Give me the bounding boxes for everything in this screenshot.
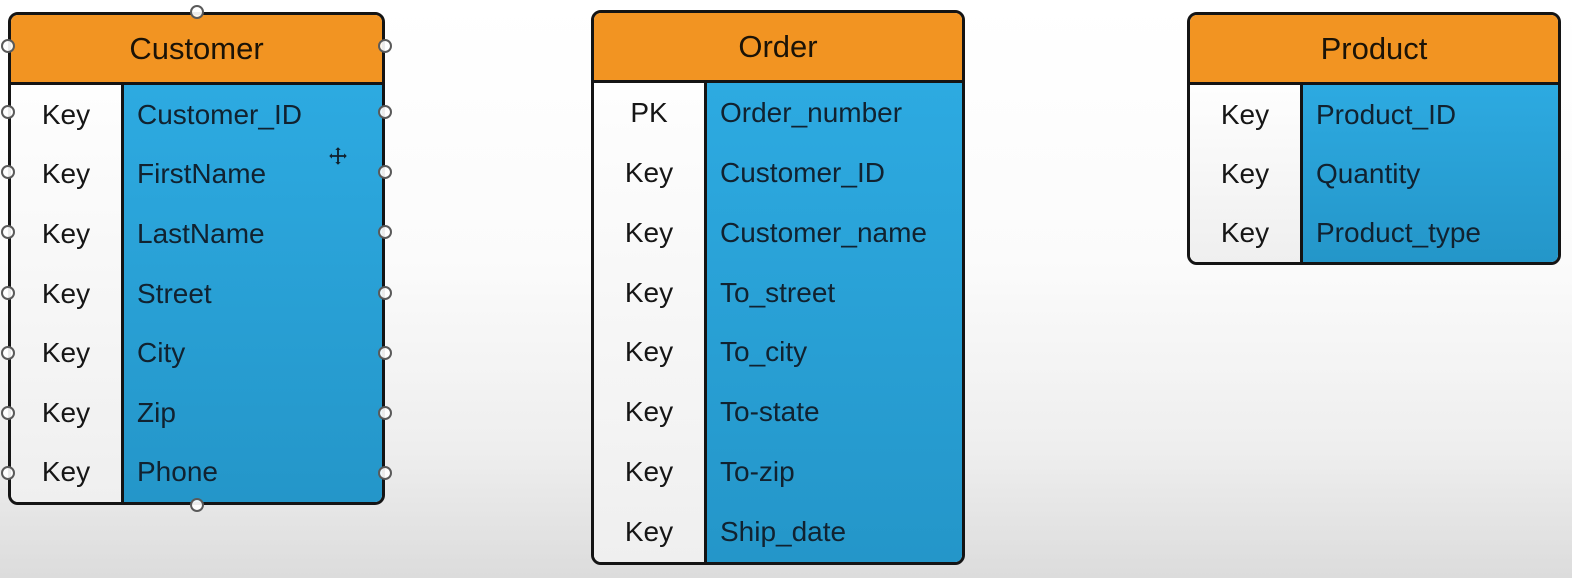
connection-handle[interactable]: [1, 165, 15, 179]
table-row-attribute[interactable]: To_city: [720, 336, 808, 368]
table-row-attribute[interactable]: FirstName: [137, 158, 267, 190]
connection-handle[interactable]: [1, 466, 15, 480]
table-title: Order: [738, 28, 818, 64]
table-row-attribute[interactable]: To_street: [720, 276, 836, 308]
table-row-attribute[interactable]: Street: [137, 277, 212, 309]
table-row-key[interactable]: Key: [624, 396, 674, 428]
table-row-key[interactable]: Key: [41, 217, 91, 249]
entity-table-product[interactable]: Product Key Key Key Product_ID Quantity …: [1187, 12, 1561, 265]
table-row-attribute[interactable]: LastName: [137, 217, 265, 249]
table-row-key[interactable]: Key: [624, 336, 674, 368]
table-row-attribute[interactable]: Product_type: [1316, 216, 1481, 248]
table-row-key[interactable]: Key: [41, 98, 91, 130]
table-title: Product: [1320, 30, 1428, 66]
table-header[interactable]: Order: [594, 13, 962, 83]
connection-handle[interactable]: [378, 346, 392, 360]
table-row-attribute[interactable]: Order_number: [720, 96, 903, 128]
table-header[interactable]: Customer: [11, 15, 382, 85]
table-row-key[interactable]: Key: [41, 158, 91, 190]
table-row-attribute[interactable]: Customer_ID: [137, 98, 302, 130]
key-column: PK Key Key Key Key Key Key Key: [594, 83, 707, 562]
table-row-key[interactable]: Key: [624, 516, 674, 548]
connection-handle[interactable]: [1, 286, 15, 300]
entity-table-order[interactable]: Order PK Key Key Key Key Key Key Key Ord…: [591, 10, 965, 565]
table-row-attribute[interactable]: Ship_date: [720, 516, 847, 548]
connection-handle[interactable]: [190, 498, 204, 512]
table-row-attribute[interactable]: To-state: [720, 396, 820, 428]
table-row-attribute[interactable]: City: [137, 337, 186, 369]
table-row-attribute[interactable]: Customer_name: [720, 216, 927, 248]
entity-table-customer[interactable]: Customer Key Key Key Key Key Key Key Cus…: [8, 12, 385, 505]
connection-handle[interactable]: [1, 39, 15, 53]
table-row-key[interactable]: Key: [624, 456, 674, 488]
table-row-attribute[interactable]: Phone: [137, 456, 218, 488]
key-column: Key Key Key: [1190, 85, 1303, 262]
move-cursor-icon: [329, 147, 347, 165]
connection-handle[interactable]: [378, 39, 392, 53]
connection-handle[interactable]: [378, 406, 392, 420]
connection-handle[interactable]: [378, 105, 392, 119]
table-row-attribute[interactable]: Zip: [137, 396, 176, 428]
table-row-attribute[interactable]: Customer_ID: [720, 156, 885, 188]
table-row-key[interactable]: Key: [41, 396, 91, 428]
table-body: PK Key Key Key Key Key Key Key Order_num…: [594, 83, 962, 562]
table-row-attribute[interactable]: Product_ID: [1316, 98, 1457, 130]
connection-handle[interactable]: [190, 5, 204, 19]
table-row-key[interactable]: Key: [41, 456, 91, 488]
attribute-column: Order_number Customer_ID Customer_name T…: [707, 83, 962, 562]
table-row-key[interactable]: Key: [624, 156, 674, 188]
connection-handle[interactable]: [378, 225, 392, 239]
connection-handle[interactable]: [1, 225, 15, 239]
table-row-key[interactable]: Key: [41, 337, 91, 369]
table-row-attribute[interactable]: To-zip: [720, 456, 795, 488]
table-row-key[interactable]: Key: [41, 277, 91, 309]
table-row-key[interactable]: Key: [1220, 157, 1270, 189]
table-row-attribute[interactable]: Quantity: [1316, 157, 1421, 189]
table-row-key[interactable]: Key: [624, 216, 674, 248]
connection-handle[interactable]: [1, 346, 15, 360]
table-row-key[interactable]: PK: [630, 96, 668, 128]
table-row-key[interactable]: Key: [624, 276, 674, 308]
connection-handle[interactable]: [1, 105, 15, 119]
table-title: Customer: [129, 30, 264, 66]
connection-handle[interactable]: [378, 286, 392, 300]
table-header[interactable]: Product: [1190, 15, 1558, 85]
key-column: Key Key Key Key Key Key Key: [11, 85, 124, 502]
connection-handle[interactable]: [378, 466, 392, 480]
table-body: Key Key Key Product_ID Quantity Product_…: [1190, 85, 1558, 262]
attribute-column: Customer_ID FirstName LastName Street Ci…: [124, 85, 382, 502]
attribute-column: Product_ID Quantity Product_type: [1303, 85, 1558, 262]
table-row-key[interactable]: Key: [1220, 98, 1270, 130]
table-row-key[interactable]: Key: [1220, 216, 1270, 248]
connection-handle[interactable]: [1, 406, 15, 420]
connection-handle[interactable]: [378, 165, 392, 179]
table-body: Key Key Key Key Key Key Key Customer_ID …: [11, 85, 382, 502]
